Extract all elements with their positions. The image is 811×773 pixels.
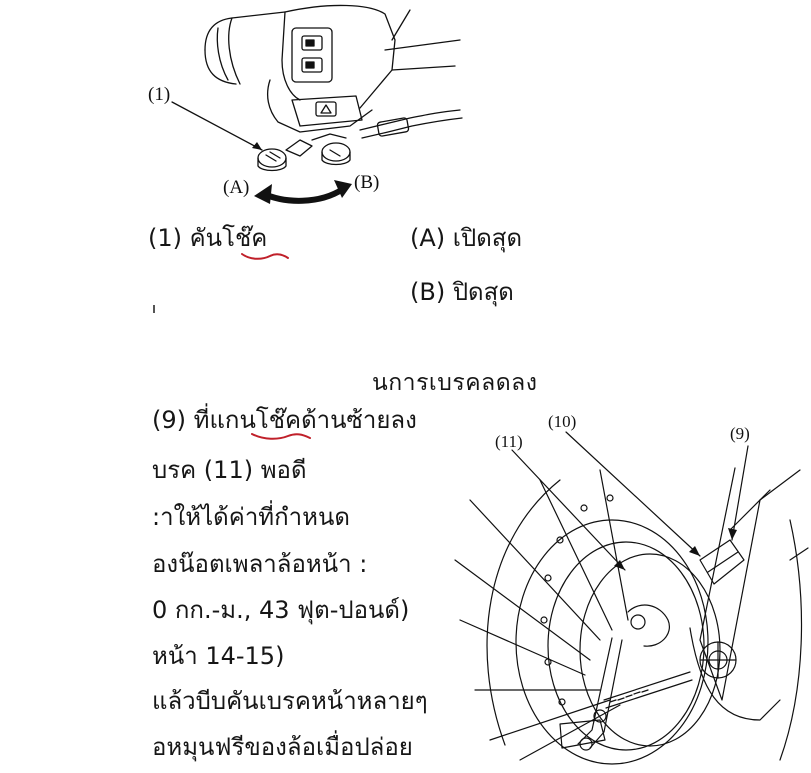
- callout-11-label: (11): [495, 432, 523, 451]
- instruction-line: 0 กก.-ม., 43 ฟุต-ปอนด์): [152, 596, 410, 624]
- caption-close-full: (B) ปิดสุด: [410, 278, 514, 306]
- callout-9-label: (9): [730, 424, 750, 443]
- instruction-line: แล้วบีบคันเบรคหน้าหลายๆ: [152, 687, 428, 715]
- instruction-line: :าให้ได้ค่าที่กำหนด: [152, 503, 350, 531]
- instruction-line: อหมุนฟรีของล้อเมื่อปล่อย: [152, 733, 413, 761]
- instruction-line: องน๊อตเพลาล้อหน้า :: [152, 550, 368, 578]
- caption-open-full: (A) เปิดสุด: [410, 224, 523, 252]
- callout-10-label: (10): [548, 412, 577, 431]
- callout-1-label: (1): [148, 84, 171, 105]
- instruction-line: (9) ที่แกนโช๊คด้านซ้ายลง: [152, 406, 417, 434]
- cut-heading: นการเบรคลดลง: [372, 370, 538, 396]
- annotation-underline: [241, 253, 289, 260]
- label-a: (A): [223, 177, 250, 198]
- caption-choke-lever: (1) คันโช๊ค: [148, 224, 268, 252]
- label-b: (B): [354, 172, 380, 193]
- stray-mark: [153, 305, 155, 313]
- instruction-line: หน้า 14-15): [152, 642, 285, 670]
- annotation-underline: [251, 433, 311, 440]
- instruction-line: บรค (11) พอดี: [152, 456, 307, 484]
